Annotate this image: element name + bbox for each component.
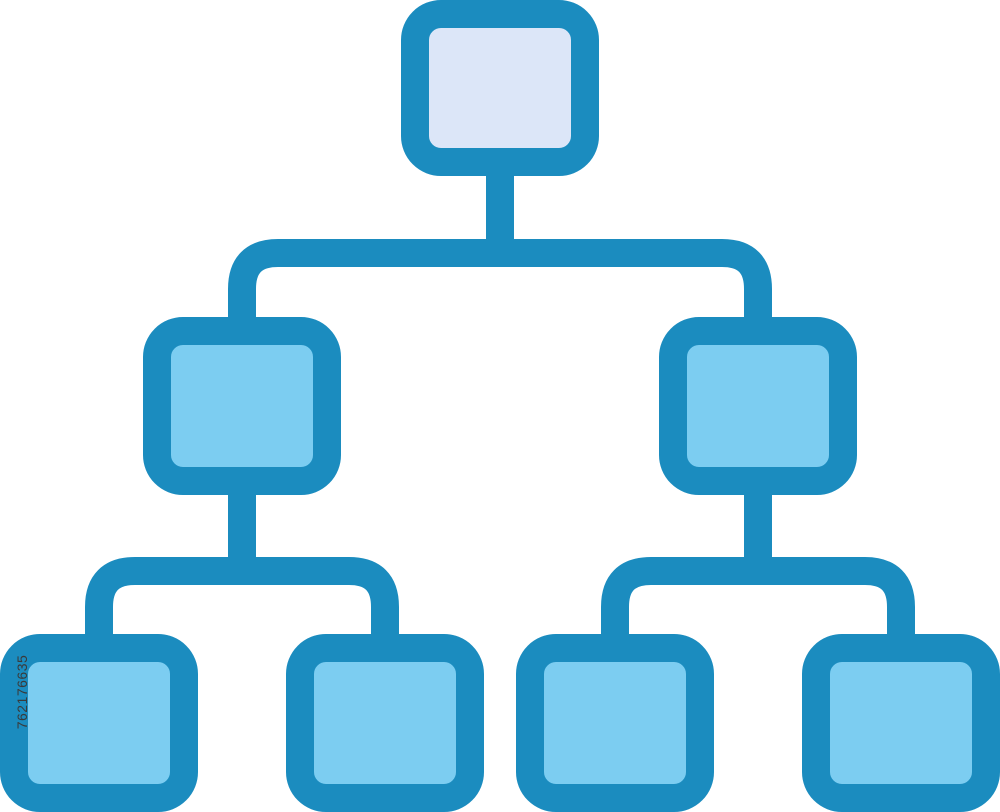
connector-branch-root [228,239,772,345]
node-box-leaf-2 [286,634,484,812]
node-box-root [401,0,599,176]
node-leaf-2 [286,634,484,812]
node-right-child [659,317,857,495]
node-box-left-child [143,317,341,495]
node-box-leaf-1 [0,634,198,812]
node-root [401,0,599,176]
node-box-leaf-4 [802,634,1000,812]
node-leaf-4 [802,634,1000,812]
node-box-right-child [659,317,857,495]
node-leaf-1 [0,634,198,812]
node-box-leaf-3 [516,634,714,812]
node-leaf-3 [516,634,714,812]
stock-id-watermark: 762176635 [14,654,30,730]
connector-branch-left-child [85,557,399,662]
connector-branch-right-child [601,557,915,662]
node-left-child [143,317,341,495]
connector-lines [85,148,915,662]
